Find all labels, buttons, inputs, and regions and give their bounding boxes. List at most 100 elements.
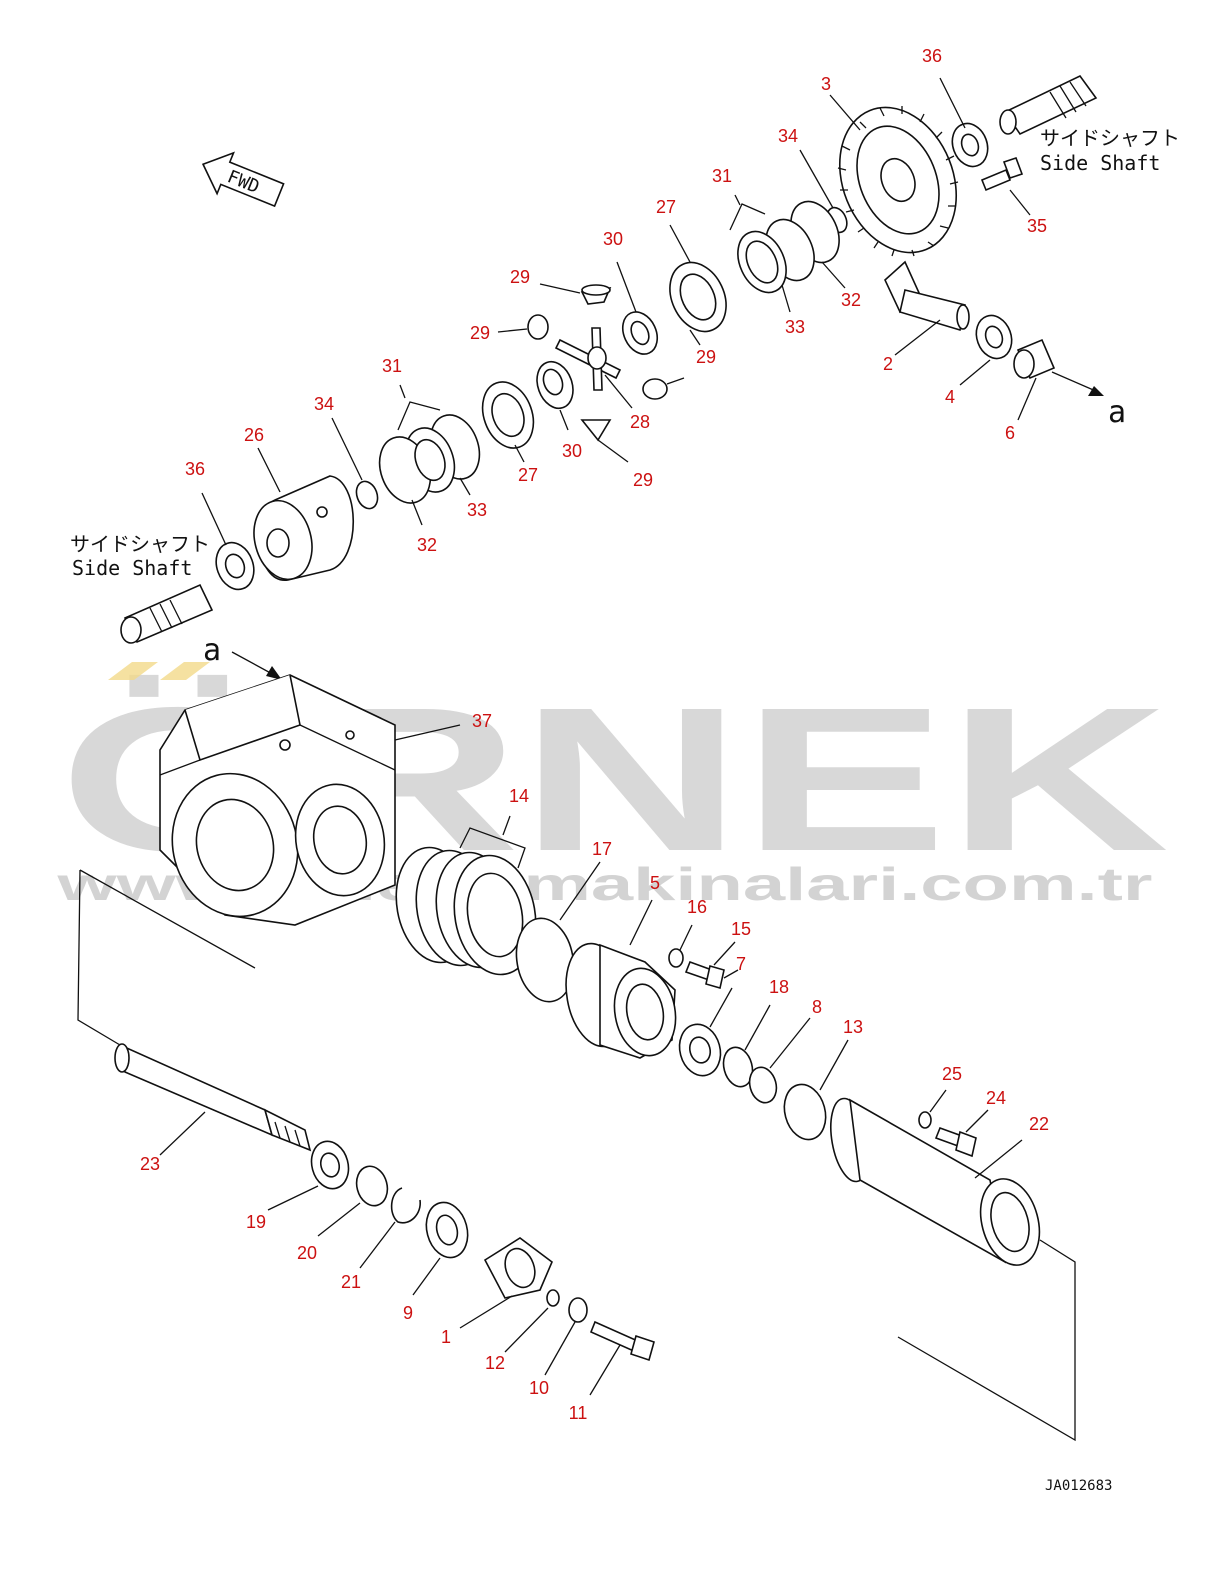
callout-27-lower: 27 — [518, 465, 538, 485]
callout-21: 21 — [341, 1272, 361, 1292]
callout-29-right: 29 — [696, 347, 716, 367]
callout-33-upper: 33 — [785, 317, 805, 337]
callout-24: 24 — [986, 1088, 1006, 1108]
part-27-case-lower — [481, 381, 535, 449]
side-shaft-en-left: Side Shaft — [72, 556, 192, 580]
view-marker-a-upper: a — [1108, 395, 1126, 430]
callout-22: 22 — [1029, 1114, 1049, 1134]
callout-16: 16 — [687, 897, 707, 917]
view-arrow-a-upper — [1088, 386, 1104, 396]
callout-11: 11 — [569, 1403, 588, 1423]
part-9-seal — [425, 1201, 469, 1259]
callout-15: 15 — [731, 919, 751, 939]
callout-1: 1 — [441, 1327, 451, 1347]
part-30-side-gear-upper — [621, 311, 659, 355]
callout-31-upper: 31 — [712, 166, 732, 186]
watermark-accent-right — [160, 662, 210, 680]
part-3-ring-gear — [837, 106, 959, 257]
part-35-bolt — [980, 156, 1024, 192]
side-shaft-right — [999, 74, 1098, 136]
watermark-accent-left — [108, 662, 158, 680]
part-31-disc-pack-upper — [737, 200, 840, 294]
part-6-bearing-race — [1013, 338, 1056, 380]
part-2-pinion-shaft — [884, 260, 970, 332]
callout-36-lower: 36 — [185, 459, 205, 479]
callout-33-lower: 33 — [467, 500, 487, 520]
part-29-pinion-bottom — [580, 419, 612, 442]
callout-29-left: 29 — [470, 323, 490, 343]
callout-9: 9 — [403, 1303, 413, 1323]
callout-29-bottom: 29 — [633, 470, 653, 490]
part-19-bearing — [310, 1140, 350, 1190]
part-7-bearing — [678, 1023, 722, 1077]
part-16-washer — [668, 948, 684, 968]
side-shaft-en-right: Side Shaft — [1040, 151, 1160, 175]
callout-8: 8 — [812, 997, 822, 1017]
part-13-o-ring — [783, 1083, 827, 1141]
part-1-coupling — [483, 1237, 553, 1299]
callout-3: 3 — [821, 74, 831, 94]
callout-26: 26 — [244, 425, 264, 445]
part-10-washer — [568, 1297, 588, 1323]
callout-25: 25 — [942, 1064, 962, 1084]
part-23-input-shaft — [114, 1043, 312, 1152]
assembly-line-left — [77, 869, 256, 1046]
fwd-arrow: FWD — [201, 151, 285, 208]
callout-35: 35 — [1027, 216, 1047, 236]
callout-12: 12 — [485, 1353, 505, 1373]
callout-10: 10 — [529, 1378, 549, 1398]
callout-28: 28 — [630, 412, 650, 432]
part-22-axle-tube — [830, 1097, 1041, 1266]
part-36-bearing-upper — [951, 122, 989, 168]
part-4-bearing — [975, 314, 1013, 360]
part-29-pinion-top — [580, 284, 612, 305]
callout-20: 20 — [297, 1243, 317, 1263]
part-20-snap-ring — [355, 1165, 389, 1207]
callout-31-lower: 31 — [382, 356, 402, 376]
side-shaft-jp-left: サイドシャフト — [70, 532, 210, 556]
callout-5: 5 — [650, 873, 660, 893]
callout-27-upper: 27 — [656, 197, 676, 217]
part-12-o-ring — [546, 1289, 560, 1307]
callout-6: 6 — [1005, 423, 1015, 443]
view-marker-a-lower: a — [203, 633, 221, 668]
part-37-axle-housing — [159, 674, 396, 926]
assembly-line-right — [897, 1239, 1076, 1442]
part-29-pinion-left — [527, 314, 549, 340]
callout-2: 2 — [883, 354, 893, 374]
part-34-washer-lower — [355, 480, 379, 510]
callout-4: 4 — [945, 387, 955, 407]
part-36-bearing-lower — [215, 541, 255, 591]
callout-30-upper: 30 — [603, 229, 623, 249]
callout-18: 18 — [769, 977, 789, 997]
view-arrow-a-lower — [266, 666, 282, 680]
part-11-bolt — [589, 1320, 655, 1362]
part-14-brake-discs — [395, 846, 537, 976]
side-shaft-jp-right: サイドシャフト — [1040, 126, 1180, 150]
callout-19: 19 — [246, 1212, 266, 1232]
part-18-ring — [722, 1046, 754, 1088]
callout-37: 37 — [472, 711, 492, 731]
part-15-bolt — [684, 960, 725, 990]
callout-34-lower: 34 — [314, 394, 334, 414]
drawing-code: JA012683 — [1045, 1478, 1112, 1494]
callout-30-lower: 30 — [562, 441, 582, 461]
part-28-spider — [554, 327, 622, 391]
part-26-differential-case — [253, 475, 355, 581]
callout-36-upper: 36 — [922, 46, 942, 66]
side-shaft-left — [120, 583, 214, 644]
callout-13: 13 — [843, 1017, 863, 1037]
part-8-nut — [748, 1066, 778, 1104]
callout-32-lower: 32 — [417, 535, 437, 555]
part-21-circlip — [390, 1187, 421, 1224]
callout-34-upper: 34 — [778, 126, 798, 146]
part-25-washer — [918, 1111, 932, 1129]
callout-14: 14 — [509, 786, 529, 806]
part-24-bolt — [934, 1126, 977, 1158]
callout-29-top: 29 — [510, 267, 530, 287]
callout-23: 23 — [140, 1154, 160, 1174]
callout-17: 17 — [592, 839, 612, 859]
part-30-side-gear-lower — [536, 360, 574, 410]
part-27-case-upper — [669, 261, 727, 333]
